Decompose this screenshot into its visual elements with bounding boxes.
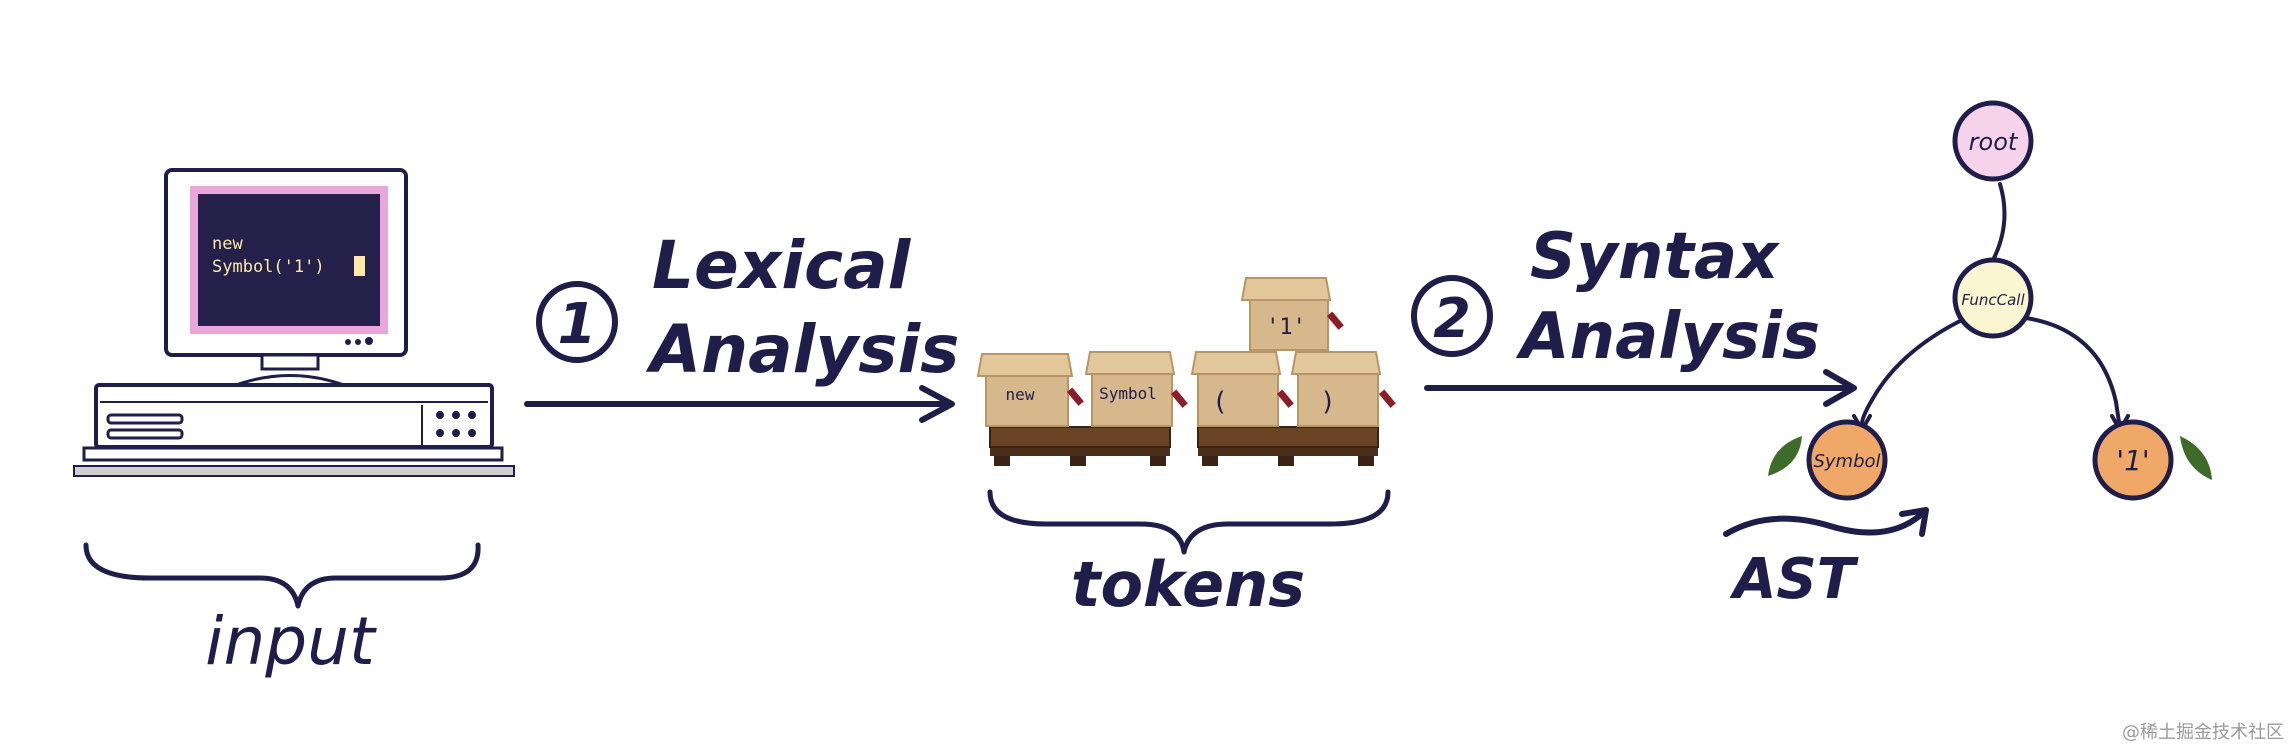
- token-label-close-paren: ): [1320, 387, 1336, 417]
- tokens-label: tokens: [1071, 548, 1305, 621]
- step-2-number: 2: [1433, 287, 1471, 350]
- step-2-title-line-2: Analysis: [1515, 300, 1820, 374]
- leaf-icon: [2180, 436, 2212, 480]
- step-1-number: 1: [558, 292, 597, 357]
- input-label: input: [205, 603, 377, 680]
- token-box-symbol: Symbol: [1084, 351, 1188, 427]
- ast-node-call-label: FuncCall: [1961, 291, 2025, 309]
- arrow-syntax: [1424, 369, 1857, 407]
- ast-node-call: [1952, 257, 2034, 339]
- token-box-string-1: '1': [1240, 277, 1344, 351]
- terminal-screen: [190, 186, 388, 334]
- token-label-symbol: Symbol: [1099, 384, 1157, 403]
- ast-arrow: [1723, 507, 1929, 537]
- terminal-line-2: Symbol('1'): [212, 257, 325, 277]
- tokens-brace: [987, 489, 1391, 555]
- ast-tree: root FuncCall Symbol '1': [1768, 100, 2212, 501]
- ast-label: AST: [1729, 547, 1859, 612]
- step-2-badge: 2: [1411, 275, 1493, 357]
- step-1-title-line-1: Lexical: [652, 227, 912, 304]
- step-2-title-line-1: Syntax: [1530, 220, 1780, 294]
- token-box-close-paren: ): [1290, 351, 1396, 427]
- terminal-line-1: new: [212, 234, 243, 254]
- ast-node-string-label: '1': [2116, 444, 2149, 477]
- token-box-open-paren: (: [1190, 351, 1294, 427]
- ast-node-symbol-label: Symbol: [1813, 451, 1880, 472]
- ast-node-root: [1952, 100, 2034, 182]
- token-pallets: [989, 426, 1379, 466]
- computer-icon: new Symbol('1'): [73, 168, 515, 477]
- terminal-cursor: [354, 256, 365, 276]
- step-1-title-line-2: Analysis: [645, 311, 959, 388]
- leaf-icon: [1768, 436, 1802, 476]
- input-brace: [83, 542, 481, 609]
- token-box-new: new: [976, 353, 1084, 427]
- step-1-badge: 1: [536, 281, 618, 363]
- ast-node-symbol: [1806, 419, 1888, 501]
- token-label-new: new: [1006, 385, 1035, 404]
- watermark: @稀土掘金技术社区: [2122, 722, 2284, 743]
- arrow-lexical: [524, 385, 955, 423]
- ast-node-string: [2092, 419, 2174, 501]
- ast-node-root-label: root: [1969, 128, 2019, 156]
- token-label-open-paren: (: [1212, 387, 1228, 417]
- token-label-string-1: '1': [1266, 315, 1306, 340]
